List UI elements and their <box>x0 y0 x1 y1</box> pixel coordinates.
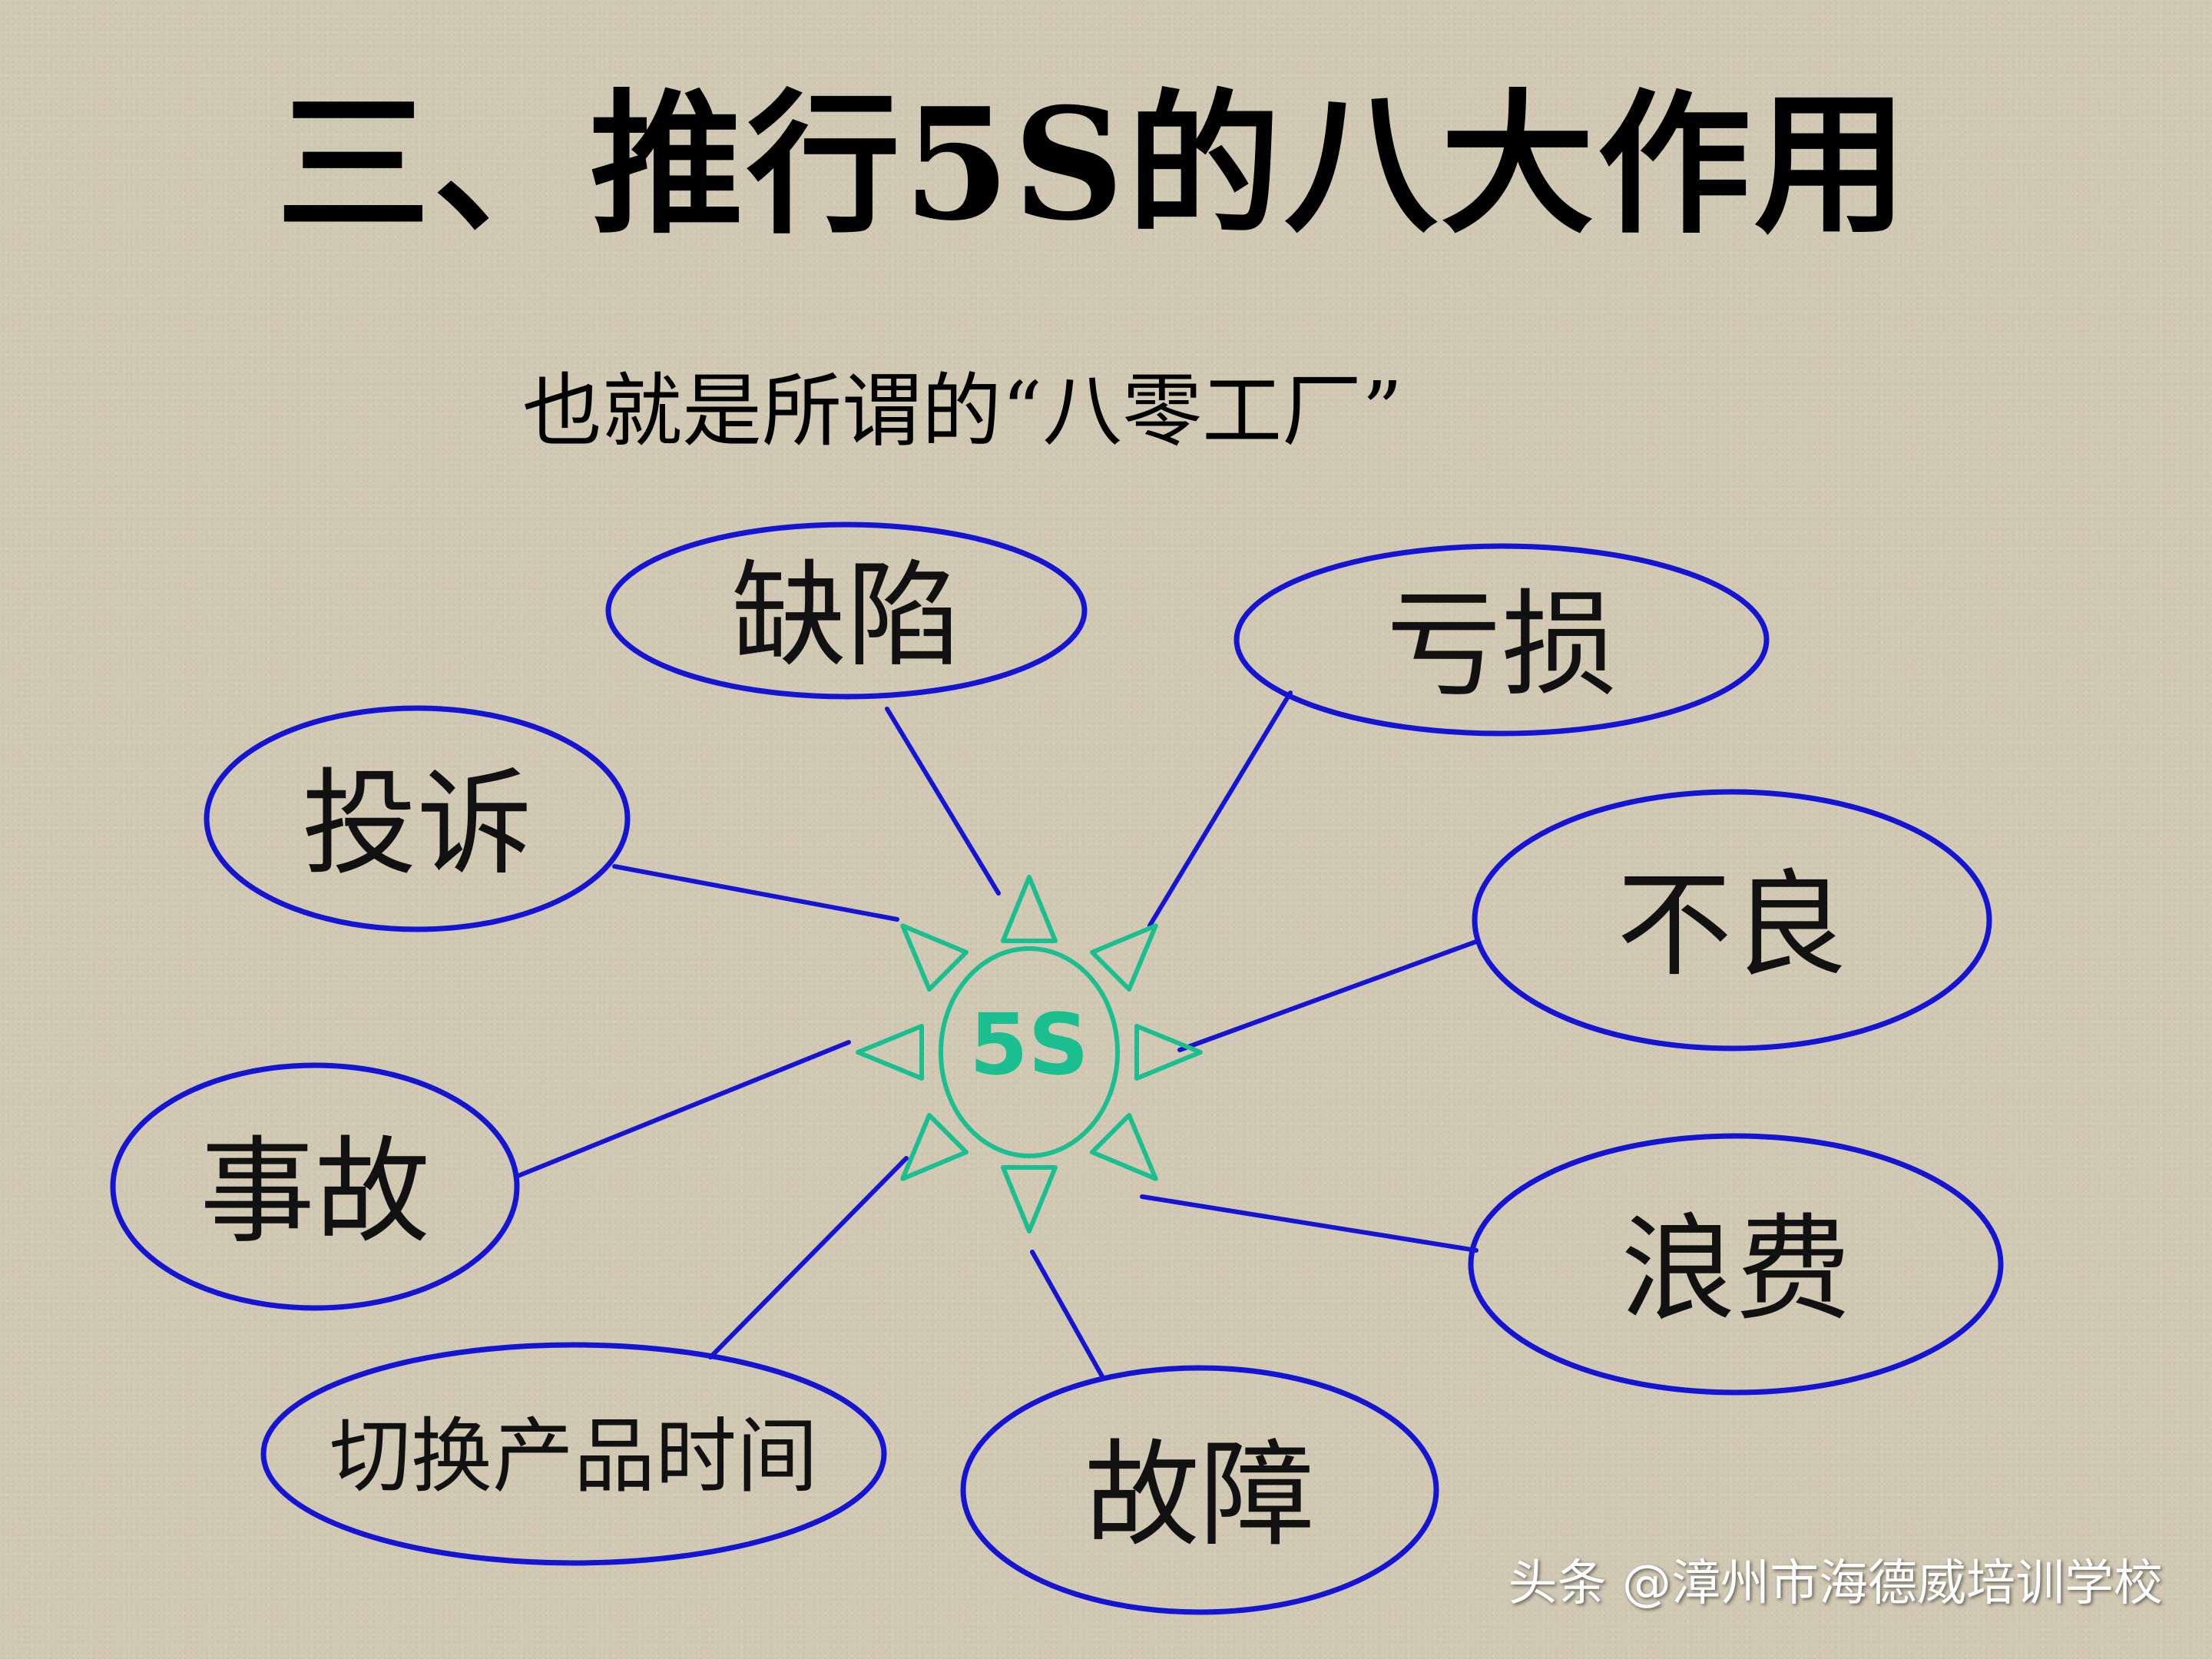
node-label-tousu: 投诉 <box>301 757 533 892</box>
node-ellipse-shigu <box>110 1062 520 1311</box>
connector-line-quexian <box>885 707 1001 896</box>
connector-line-shigu <box>514 1040 851 1179</box>
node-label-quexian: 缺陷 <box>730 549 962 684</box>
sun-ray-6 <box>900 1113 969 1181</box>
connector-line-buliang <box>1177 939 1479 1052</box>
node-ellipse-quexian <box>605 522 1088 700</box>
node-ellipse-langfei <box>1468 1133 2004 1396</box>
slide-title: 三、推行5S的八大作用 <box>276 75 1911 255</box>
node-ellipse-tousu <box>204 705 631 932</box>
node-label-shigu: 事故 <box>199 1125 431 1260</box>
node-label-qiehuan: 切换产品时间 <box>329 1409 818 1504</box>
sun-ray-3 <box>1134 1024 1203 1081</box>
node-label-langfei: 浪费 <box>1620 1203 1852 1337</box>
center-5s-label: 5S <box>969 995 1089 1094</box>
connector-line-guzhang <box>1030 1250 1104 1379</box>
connector-line-qiehuan <box>708 1156 909 1359</box>
center-ellipse <box>939 946 1120 1158</box>
slide-subtitle: 也就是所谓的“八零工厂” <box>522 364 1403 458</box>
node-label-buliang: 不良 <box>1616 859 1848 993</box>
sun-ray-5 <box>1001 1165 1058 1233</box>
node-label-guzhang: 故障 <box>1084 1429 1316 1563</box>
sun-ray-2 <box>1090 923 1158 992</box>
sun-ray-4 <box>1090 1113 1158 1181</box>
sun-ray-1 <box>1001 875 1058 943</box>
node-ellipse-kuisun <box>1233 543 1770 737</box>
connector-line-tousu <box>612 864 899 922</box>
connector-line-langfei <box>1140 1194 1479 1253</box>
sun-ray-7 <box>856 1024 924 1081</box>
node-ellipse-guzhang <box>960 1365 1439 1615</box>
node-ellipse-qiehuan <box>260 1342 887 1566</box>
node-label-kuisun: 亏损 <box>1386 578 1618 713</box>
watermark: 头条 @漳州市海德威培训学校 <box>1508 1555 2163 1612</box>
sun-ray-8 <box>900 923 969 992</box>
node-ellipse-buliang <box>1472 789 1992 1051</box>
connector-line-kuisun <box>1147 690 1293 928</box>
